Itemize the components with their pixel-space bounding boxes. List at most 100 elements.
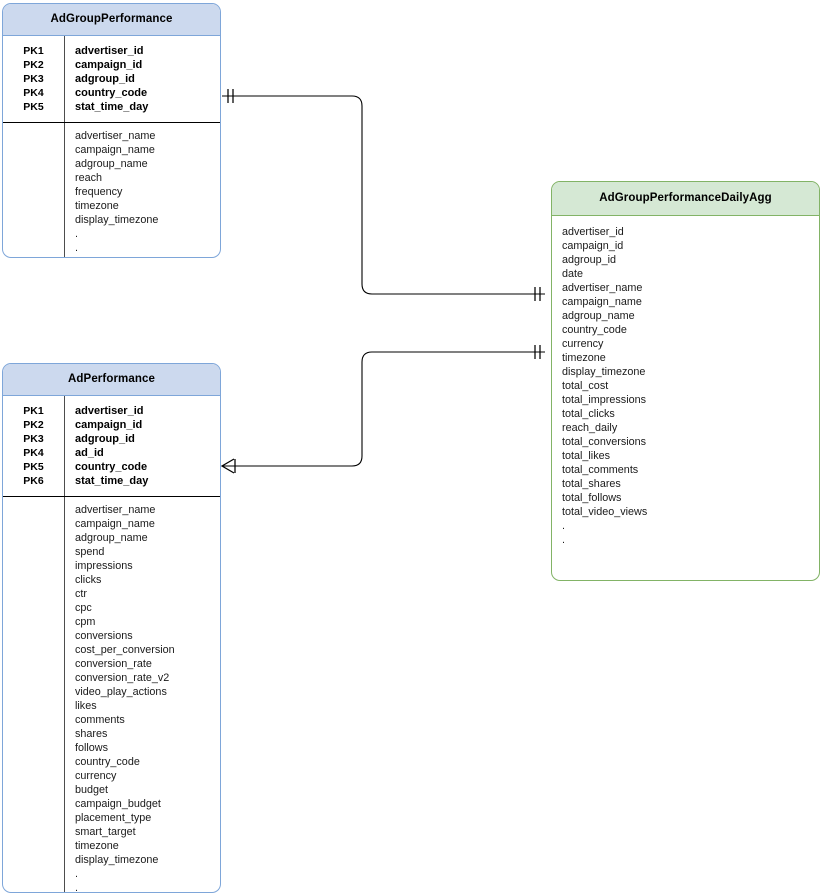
primary-key-section: PK1 PK2 PK3 PK4 PK5 advertiser_id campai… xyxy=(3,35,220,123)
attribute-field: adgroup_name xyxy=(75,531,148,544)
entity-adgroup-performance[interactable]: AdGroupPerformance PK1 PK2 PK3 PK4 PK5 a… xyxy=(2,3,221,258)
attribute-field: currency xyxy=(75,769,117,782)
attribute-field: total_video_views xyxy=(562,505,648,518)
attribute-field: total_shares xyxy=(562,477,621,490)
attribute-field: advertiser_id xyxy=(562,225,624,238)
attribute-field: total_conversions xyxy=(562,435,647,448)
attribute-field: cost_per_conversion xyxy=(75,643,175,656)
entity-title: AdPerformance xyxy=(3,364,220,396)
attribute-field: budget xyxy=(75,783,109,796)
attribute-field: date xyxy=(562,267,584,280)
attribute-field: advertiser_name xyxy=(75,129,156,142)
pk-field: adgroup_id xyxy=(75,72,135,85)
attribute-field: clicks xyxy=(75,573,102,586)
attribute-field: cpc xyxy=(75,601,92,614)
pk-field: country_code xyxy=(75,460,148,473)
entity-title: AdGroupPerformanceDailyAgg xyxy=(552,182,819,216)
attribute-section: advertiser_name campaign_name adgroup_na… xyxy=(3,122,220,258)
attribute-field: follows xyxy=(75,741,109,754)
attribute-field: frequency xyxy=(75,185,123,198)
attribute-field: currency xyxy=(562,337,604,350)
attribute-fields-column: advertiser_name campaign_name adgroup_na… xyxy=(65,123,220,258)
attribute-field: timezone xyxy=(75,199,119,212)
attribute-field: display_timezone xyxy=(75,213,159,226)
attribute-field: total_follows xyxy=(562,491,622,504)
primary-key-labels-column: PK1 PK2 PK3 PK4 PK5 xyxy=(3,35,65,122)
attribute-field: adgroup_id xyxy=(562,253,617,266)
relationship-adgroup-to-agg xyxy=(222,89,545,301)
entity-ad-performance[interactable]: AdPerformance PK1 PK2 PK3 PK4 PK5 PK6 ad… xyxy=(2,363,221,893)
attribute-field: likes xyxy=(75,699,97,712)
attribute-field: total_likes xyxy=(562,449,611,462)
attribute-field: display_timezone xyxy=(75,853,159,866)
attribute-field: conversions xyxy=(75,629,133,642)
pk-field: campaign_id xyxy=(75,58,143,71)
pk-label: PK4 xyxy=(23,86,44,99)
attribute-field: adgroup_name xyxy=(75,157,148,170)
entity-adgroup-performance-daily-agg[interactable]: AdGroupPerformanceDailyAgg advertiser_id… xyxy=(551,181,820,581)
attribute-field: advertiser_name xyxy=(562,281,643,294)
pk-field: stat_time_day xyxy=(75,100,149,113)
pk-label: PK6 xyxy=(23,474,44,487)
attribute-key-gutter xyxy=(3,122,65,257)
attribute-field: video_play_actions xyxy=(75,685,167,698)
attribute-field: total_clicks xyxy=(562,407,615,420)
attribute-field: reach_daily xyxy=(562,421,618,434)
attribute-field: shares xyxy=(75,727,108,740)
pk-field: adgroup_id xyxy=(75,432,135,445)
attribute-field: . xyxy=(75,867,78,880)
attribute-field: impressions xyxy=(75,559,133,572)
pk-label: PK5 xyxy=(23,460,44,473)
attribute-key-gutter xyxy=(3,496,65,892)
attribute-section: advertiser_id campaign_id adgroup_id dat… xyxy=(552,216,819,547)
attribute-field: campaign_name xyxy=(75,517,155,530)
attribute-field: timezone xyxy=(75,839,119,852)
attribute-section: advertiser_name campaign_name adgroup_na… xyxy=(3,496,220,893)
pk-field: stat_time_day xyxy=(75,474,149,487)
attribute-field: campaign_name xyxy=(75,143,155,156)
pk-label: PK2 xyxy=(23,418,44,431)
pk-field: advertiser_id xyxy=(75,404,144,417)
attribute-field: adgroup_name xyxy=(562,309,635,322)
pk-label: PK4 xyxy=(23,446,44,459)
attribute-field: total_impressions xyxy=(562,393,647,406)
attribute-field: cpm xyxy=(75,615,96,628)
attribute-field: ctr xyxy=(75,587,87,600)
pk-label: PK1 xyxy=(23,404,44,417)
attribute-field: total_cost xyxy=(562,379,609,392)
attribute-field: . xyxy=(562,533,565,546)
pk-label: PK3 xyxy=(23,72,44,85)
attribute-field: reach xyxy=(75,171,103,184)
attribute-field: display_timezone xyxy=(562,365,646,378)
primary-key-fields-column: advertiser_id campaign_id adgroup_id cou… xyxy=(65,36,220,122)
attribute-field: spend xyxy=(75,545,105,558)
attribute-field: smart_target xyxy=(75,825,136,838)
attribute-field: conversion_rate_v2 xyxy=(75,671,170,684)
attribute-field: advertiser_name xyxy=(75,503,156,516)
pk-field: country_code xyxy=(75,86,148,99)
pk-label: PK1 xyxy=(23,44,44,57)
attribute-field: total_comments xyxy=(562,463,639,476)
pk-field: campaign_id xyxy=(75,418,143,431)
primary-key-labels-column: PK1 PK2 PK3 PK4 PK5 PK6 xyxy=(3,395,65,496)
primary-key-section: PK1 PK2 PK3 PK4 PK5 PK6 advertiser_id ca… xyxy=(3,395,220,497)
attribute-field: placement_type xyxy=(75,811,152,824)
relationship-ad-to-agg xyxy=(220,345,545,474)
attribute-field: . xyxy=(562,519,565,532)
attribute-field: timezone xyxy=(562,351,606,364)
attribute-field: comments xyxy=(75,713,125,726)
pk-label: PK3 xyxy=(23,432,44,445)
entity-title: AdGroupPerformance xyxy=(3,4,220,36)
pk-label: PK5 xyxy=(23,100,44,113)
primary-key-fields-column: advertiser_id campaign_id adgroup_id ad_… xyxy=(65,396,220,496)
attribute-field: . xyxy=(75,241,78,254)
attribute-field: campaign_id xyxy=(562,239,624,252)
pk-label: PK2 xyxy=(23,58,44,71)
attribute-field: campaign_name xyxy=(562,295,642,308)
attribute-field: country_code xyxy=(75,755,140,768)
attribute-field: . xyxy=(75,227,78,240)
attribute-field: campaign_budget xyxy=(75,797,161,810)
attribute-fields-column: advertiser_name campaign_name adgroup_na… xyxy=(65,497,220,893)
pk-field: ad_id xyxy=(75,446,104,459)
